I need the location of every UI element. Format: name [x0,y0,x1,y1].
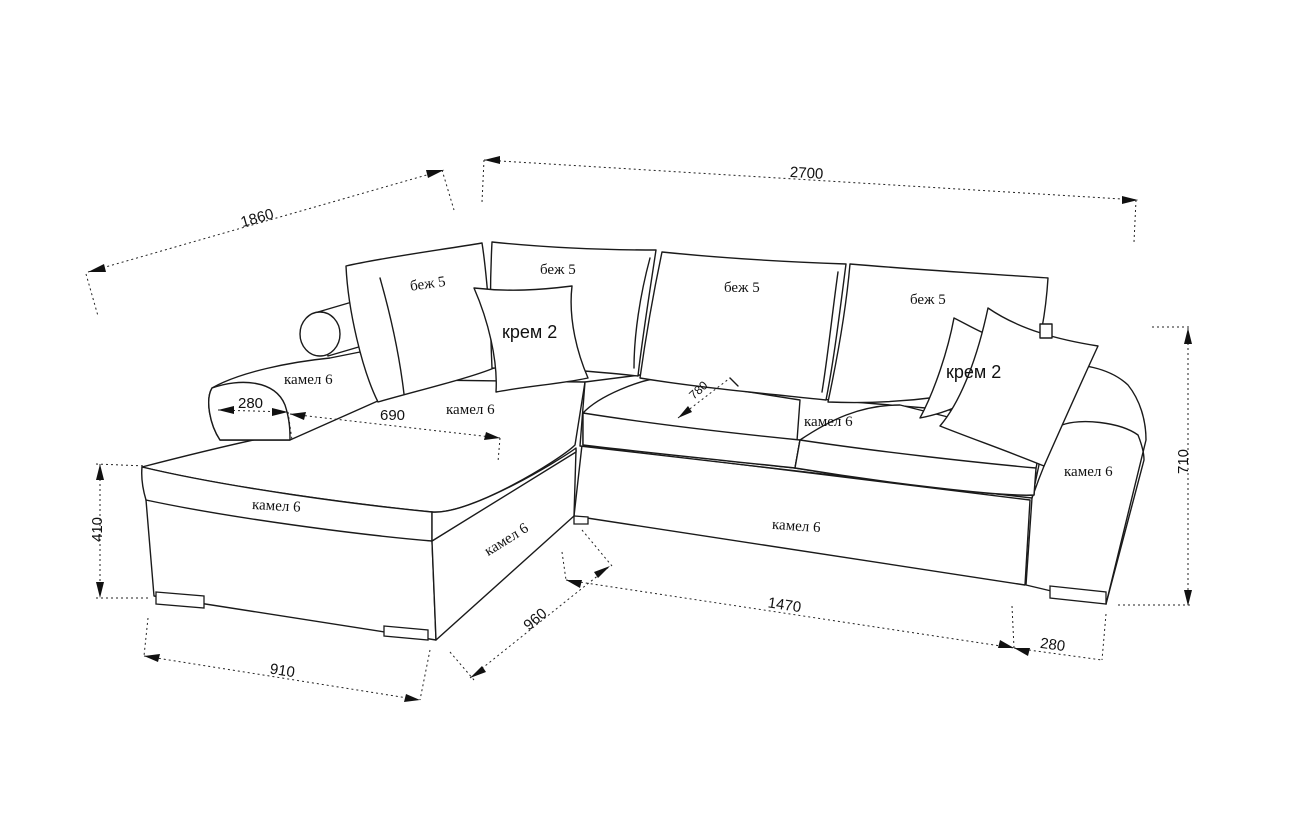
label-main-seat: камел 6 [804,414,853,430]
label-back-pillow-1: беж 5 [409,274,447,295]
label-accent-pillow-left: крем 2 [502,322,557,342]
leg-inner [573,515,589,525]
dim-280-left: 280 [238,395,263,412]
accent-pillow-right [939,307,1099,467]
dim-960: 960 [520,605,550,634]
main-base-front [573,444,1031,586]
chaise-cushion-side [431,447,577,542]
accent-pillow-right-back [919,317,987,419]
dim-410: 410 [89,517,106,542]
back-pillow-2-seam [633,257,651,369]
back-pillow-1 [345,242,495,403]
dim-690: 690 [380,407,405,424]
backrest-tab [1039,323,1053,339]
dim-1860: 1860 [239,206,276,232]
back-pillow-3-seam [821,271,839,393]
label-back-pillow-4: беж 5 [910,292,946,308]
dim-910: 910 [269,661,296,682]
back-pillow-3 [639,251,847,401]
label-back-pillow-2: беж 5 [540,262,576,278]
leg-front-middle [383,625,429,641]
back-pillow-1-seam [379,277,405,395]
label-back-pillow-3: беж 5 [724,280,760,296]
label-right-arm: камел 6 [1064,464,1113,480]
dimension-lines [85,156,1192,702]
bolster-end [299,311,341,357]
leg-right [1049,585,1107,605]
dim-1470: 1470 [767,594,803,616]
label-main-front: камел 6 [771,517,821,536]
dim-280-right: 280 [1039,635,1066,655]
leg-front-left [155,591,205,609]
label-chaise-front: камел 6 [252,497,302,516]
label-chaise-seat: камел 6 [446,402,495,418]
dim-710: 710 [1175,449,1192,474]
seat-cushion-right-front [794,439,1037,496]
right-arm-face [1061,420,1145,605]
label-left-arm-top: камел 6 [284,372,333,388]
label-accent-pillow-right: крем 2 [946,362,1001,382]
chaise-cushion-front [141,466,433,542]
accent-pillow-left [473,285,589,393]
dim-2700: 2700 [789,164,823,183]
